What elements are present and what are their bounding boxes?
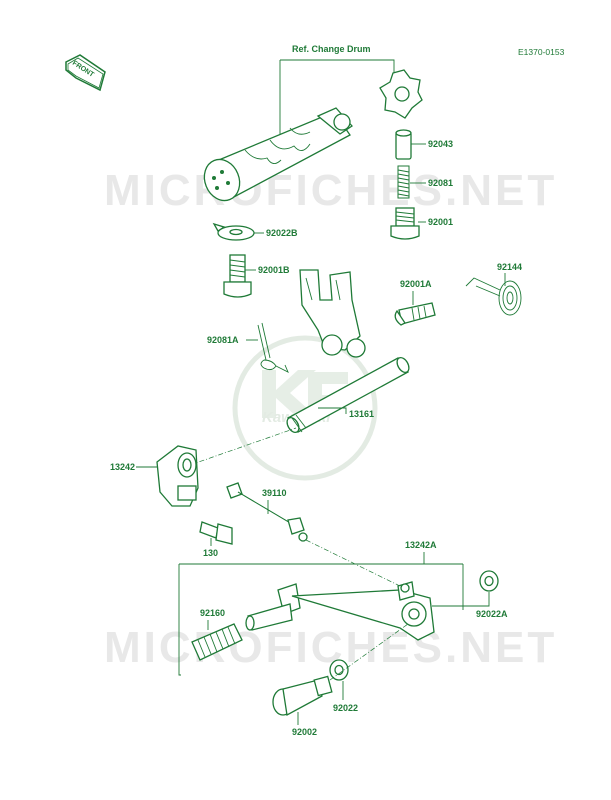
label-92001b: 92001B <box>258 265 290 275</box>
clamp-13242 <box>156 445 199 507</box>
washer-92022a <box>479 570 499 592</box>
spring-92081 <box>397 165 410 199</box>
pedal-rubber-92160 <box>191 623 243 661</box>
label-92081a: 92081A <box>207 335 239 345</box>
diagram-code: E1370-0153 <box>518 47 565 57</box>
bolt-92001b <box>223 254 252 298</box>
label-92043: 92043 <box>428 139 453 149</box>
label-92001a: 92001A <box>400 279 432 289</box>
star-cam-hole <box>394 86 410 102</box>
torsion-spring-92144 <box>465 277 522 316</box>
spring-92081a <box>257 322 289 373</box>
label-39110: 39110 <box>262 488 287 498</box>
bracket-13242a <box>178 552 464 676</box>
label-92022b: 92022B <box>266 228 298 238</box>
shift-shaft-13161 <box>286 269 410 434</box>
label-13242: 13242 <box>110 462 135 472</box>
front-arrow-icon: FRONT <box>65 54 106 92</box>
label-92081: 92081 <box>428 178 453 188</box>
label-13161: 13161 <box>349 409 374 419</box>
label-92001: 92001 <box>428 217 453 227</box>
pivot-bolt-92002 <box>272 675 333 717</box>
group-bracket <box>279 59 395 148</box>
centerline-pivot <box>329 623 409 681</box>
change-drum <box>203 107 353 202</box>
watermark-bottom: MICROFICHES.NET <box>104 623 557 672</box>
shift-lever-13242a <box>245 581 435 641</box>
washer-92022b <box>212 222 255 241</box>
plug-bolt-92001 <box>390 207 420 240</box>
bolt-130 <box>199 521 233 545</box>
label-92022: 92022 <box>333 703 358 713</box>
label-92144: 92144 <box>497 262 522 272</box>
pin-92043 <box>395 129 412 160</box>
label-92160: 92160 <box>200 608 225 618</box>
label-92002: 92002 <box>292 727 317 737</box>
label-13242a: 13242A <box>405 540 437 550</box>
tie-rod-39110 <box>226 482 308 542</box>
watermark-top: MICROFICHES.NET <box>104 166 557 215</box>
label-92022a: 92022A <box>476 609 508 619</box>
bolt-92001a <box>394 302 436 326</box>
group-label: Ref. Change Drum <box>292 44 371 54</box>
label-130: 130 <box>203 548 218 558</box>
washer-92022 <box>329 659 349 681</box>
centerline-shaft <box>189 427 297 466</box>
